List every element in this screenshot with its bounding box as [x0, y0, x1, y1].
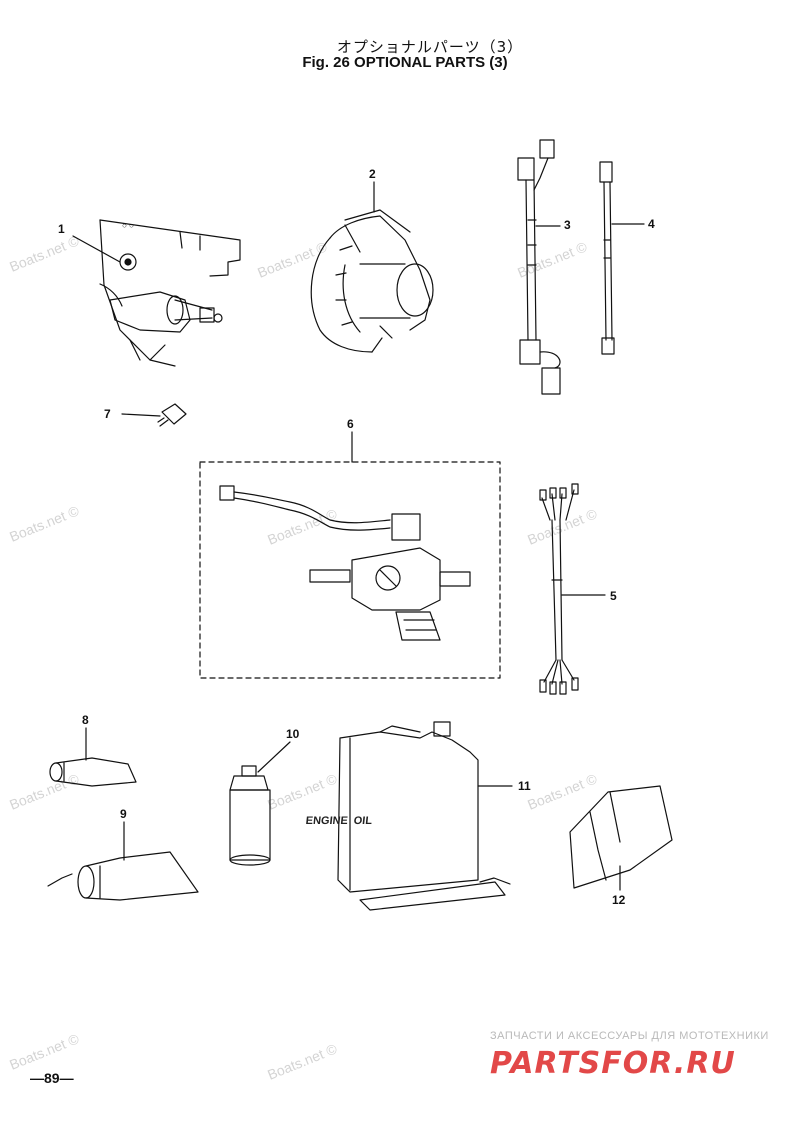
- callout-11: 11: [518, 779, 531, 793]
- part-3-wire-harness: [517, 139, 561, 395]
- part-5-wire-harness: [539, 483, 579, 695]
- part-8-tube: [49, 757, 137, 787]
- watermark: Boats.net ©: [7, 232, 82, 275]
- oil-can-label-engine: ENGINE: [305, 815, 348, 827]
- leader-10: [257, 741, 291, 773]
- oil-can-label-oil: OIL: [353, 815, 373, 827]
- watermark: Boats.net ©: [7, 502, 82, 545]
- callout-6: 6: [347, 417, 354, 431]
- leader-1: [72, 235, 121, 263]
- watermark: Boats.net ©: [7, 1030, 82, 1073]
- part-2-flywheel-cover: [310, 209, 434, 353]
- callout-2: 2: [369, 167, 376, 181]
- part-10-spray-can: [229, 765, 271, 866]
- leader-7: [121, 413, 161, 417]
- watermarks: Boats.net © Boats.net © Boats.net © Boat…: [7, 232, 600, 1083]
- part-9-tube: [47, 851, 199, 901]
- watermark: Boats.net ©: [265, 1040, 340, 1083]
- watermark: Boats.net ©: [255, 238, 330, 281]
- part-11-oil-can: [337, 721, 511, 911]
- part-4-wire-lead: [599, 161, 615, 355]
- callout-numbers: 1 2 3 4 5 6 7 8 9 10 11 12: [58, 167, 655, 907]
- part-12-pouch: [569, 785, 673, 889]
- part-1-lower-unit: ○ ○: [99, 219, 241, 367]
- watermark: Boats.net ©: [525, 770, 600, 813]
- svg-text:○ ○: ○ ○: [122, 221, 134, 230]
- page-title: Fig. 26 OPTIONAL PARTS (3): [302, 54, 508, 71]
- page-number: —89—: [30, 1070, 74, 1086]
- callout-9: 9: [120, 807, 127, 821]
- callout-3: 3: [564, 218, 571, 232]
- part-6-fuel-connector: [219, 485, 471, 641]
- callout-8: 8: [82, 713, 89, 727]
- callout-10: 10: [286, 727, 300, 741]
- part-7-plug: [157, 403, 187, 427]
- callout-5: 5: [610, 589, 617, 603]
- callout-12: 12: [612, 893, 626, 907]
- title-japanese: オプショナルパーツ（3）: [336, 38, 524, 56]
- watermark: Boats.net ©: [265, 770, 340, 813]
- watermark: Boats.net ©: [525, 505, 600, 548]
- callout-7: 7: [104, 407, 111, 421]
- part-6-box: [199, 461, 501, 679]
- watermark: Boats.net ©: [7, 770, 82, 813]
- callout-1: 1: [58, 222, 65, 236]
- callout-4: 4: [648, 217, 655, 231]
- site-logo[interactable]: PARTSFOR.RU: [490, 1046, 736, 1081]
- site-tagline: ЗАПЧАСТИ И АКСЕССУАРЫ ДЛЯ МОТОТЕХНИКИ: [490, 1030, 769, 1042]
